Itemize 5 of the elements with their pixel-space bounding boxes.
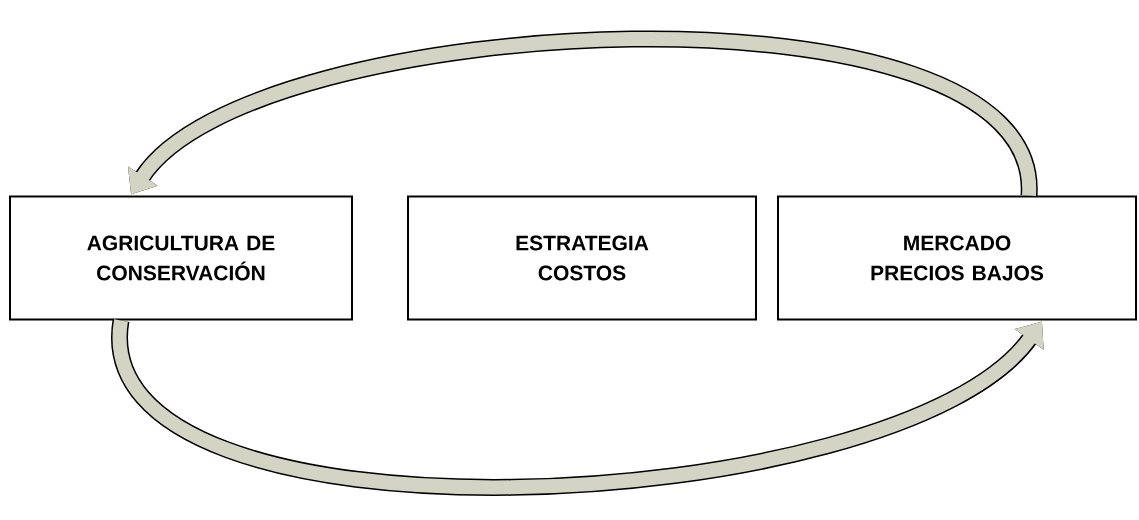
process-box: AGRICULTURA DE CONSERVACIÓN: [9, 195, 353, 321]
process-box: MERCADO PRECIOS BAJOS: [777, 195, 1137, 321]
curved-arrow: [128, 30, 1038, 198]
process-box: ESTRATEGIA COSTOS: [407, 195, 757, 321]
curved-arrow: [112, 319, 1044, 496]
